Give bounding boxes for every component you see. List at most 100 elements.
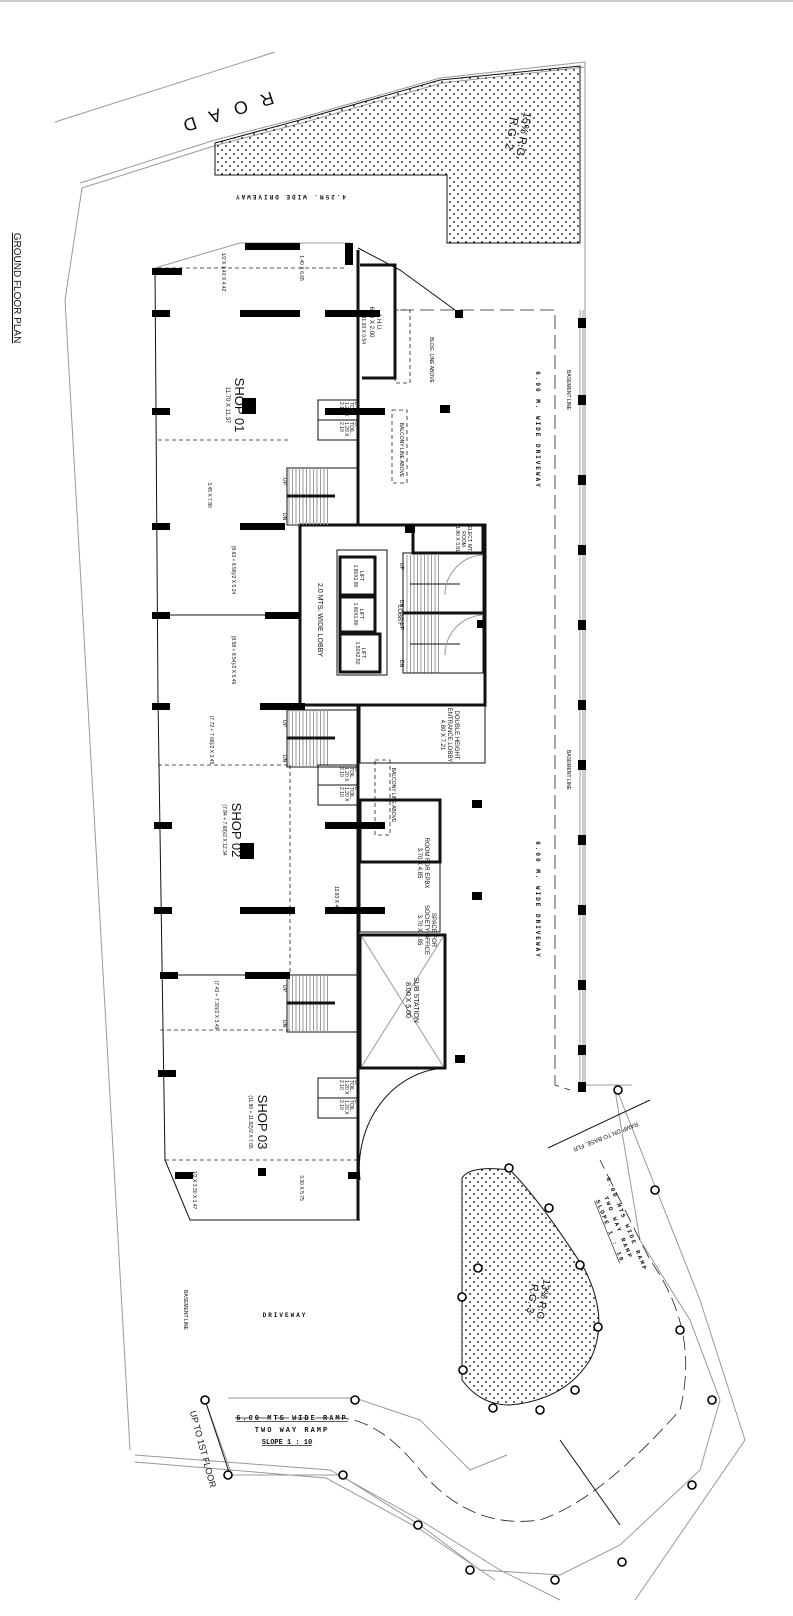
column xyxy=(154,822,172,829)
toilet-label: L.TOIL.1.20 X2.10 xyxy=(338,787,359,802)
pile-marker xyxy=(350,1395,360,1405)
column xyxy=(152,268,182,275)
bottom-road xyxy=(134,1454,561,1601)
ramp-dn-label: RAMP DN TO BASE. FLR xyxy=(571,1120,638,1152)
basement-line-label-2: BASEMENT LINE xyxy=(565,750,571,791)
column xyxy=(325,408,385,415)
pile-marker xyxy=(473,1263,483,1273)
basement-column xyxy=(578,700,586,710)
column xyxy=(152,408,170,415)
rg2-garden xyxy=(214,65,581,244)
basement-column xyxy=(578,545,586,555)
svg-text:3.45 X 7.80: 3.45 X 7.80 xyxy=(206,482,212,508)
column xyxy=(152,703,170,710)
building-columns xyxy=(152,243,485,1179)
lift-1-label: LIFT1.80X1.80 xyxy=(352,565,364,588)
pile-marker xyxy=(488,1403,498,1413)
column xyxy=(345,243,353,265)
column xyxy=(245,243,300,250)
svg-text:BALCONY LINE ABOVE: BALCONY LINE ABOVE xyxy=(398,423,404,478)
entrance-lobby-label: DOUBLE HEIGHTENTRANCE LOBBY4.80 X 7.21 xyxy=(439,708,459,763)
toilet-label: G.TOIL.1.20 X2.10 xyxy=(338,422,359,437)
toilet-label: L.TOIL.1.20 X2.10 xyxy=(338,402,359,417)
lobby-wide-label: 2.0 MTS. WIDE LOBBY xyxy=(316,583,323,657)
site-boundary-south xyxy=(614,1084,746,1601)
column xyxy=(240,310,300,317)
epbx-label: ROOM FOR EPBX3.70 X 4.85 xyxy=(416,838,429,889)
pile-marker xyxy=(575,1260,585,1270)
column xyxy=(152,310,170,317)
svg-text:(7.72 + 7.68)/2 X 3.45: (7.72 + 7.68)/2 X 3.45 xyxy=(208,716,214,765)
pile-marker xyxy=(544,1203,554,1213)
stair-down-label: DN xyxy=(398,660,404,668)
pile-marker xyxy=(675,1325,685,1335)
ramp-upper-label: 6.00 MTS WIDE RAMPTWO WAY RAMPSLOPE 1 : … xyxy=(588,1176,649,1279)
pile-marker xyxy=(650,1185,660,1195)
column xyxy=(348,1172,360,1179)
column xyxy=(242,398,256,414)
up-to-first-floor-label: UP TO 1ST FLOOR xyxy=(188,1410,218,1490)
column xyxy=(258,1168,266,1176)
pile-marker xyxy=(617,1557,627,1567)
basement-column xyxy=(578,1082,586,1092)
site-boundary-left xyxy=(64,187,131,1451)
toilet-label: G.TOIL.1.20 X2.10 xyxy=(338,1080,359,1095)
basement-column xyxy=(578,620,586,630)
column xyxy=(152,523,170,530)
pile-marker xyxy=(413,1520,423,1530)
column xyxy=(260,703,305,710)
svg-text:12.83 X 4.05: 12.83 X 4.05 xyxy=(333,886,339,915)
pile-marker xyxy=(457,1292,467,1302)
staircase: UP DN xyxy=(398,615,460,673)
pile-marker xyxy=(200,1395,210,1405)
column xyxy=(440,405,450,413)
basement-line-label-1: BASEMENT LINE xyxy=(565,370,571,411)
svg-text:1/2 X 3.30 X 1.47: 1/2 X 3.30 X 1.47 xyxy=(191,1171,197,1210)
pile-marker xyxy=(465,1565,475,1575)
lobby-label: LOBBY xyxy=(396,605,402,625)
driveway-bottom-label: DRIVEWAY xyxy=(263,1312,308,1319)
pile-marker xyxy=(223,1470,233,1480)
lift-2-label: LIFT1.80X1.80 xyxy=(352,603,364,626)
pile-marker xyxy=(504,1163,514,1173)
stair-down-label: DN xyxy=(398,600,404,608)
column xyxy=(160,972,178,979)
svg-text:1/2 X 1.40 X 4.42: 1/2 X 1.40 X 4.42 xyxy=(220,253,226,292)
ahu-label: A.H.U.6.80 X 2.00 xyxy=(368,307,381,338)
svg-text:(7.43 + 7.30)/2 X 3.49: (7.43 + 7.30)/2 X 3.49 xyxy=(213,981,219,1030)
column xyxy=(405,525,415,533)
pile-marker xyxy=(613,1085,623,1095)
column xyxy=(265,612,300,619)
pile-marker xyxy=(535,1405,545,1415)
driveway-right-label-2: 6.00 M. WIDE DRIVEWAY xyxy=(534,841,541,959)
pile-marker xyxy=(458,1365,468,1375)
stair-down-label: DN xyxy=(281,1020,287,1028)
basement-column xyxy=(578,395,586,405)
svg-text:11.93 X 0.54: 11.93 X 0.54 xyxy=(360,316,366,344)
dimension-labels: 1.40 X 6.65 1/2 X 1.40 X 4.42 11.93 X 0.… xyxy=(191,253,434,1210)
column xyxy=(152,612,170,619)
toilet-label: L.TOIL.1.20 X2.10 xyxy=(338,1100,359,1115)
pile-marker xyxy=(687,1480,697,1490)
basement-column xyxy=(578,475,586,485)
basement-column xyxy=(578,318,586,328)
driveway-edge xyxy=(400,309,571,1091)
column xyxy=(158,1070,176,1077)
column xyxy=(175,1172,193,1179)
plan-title: GROUND FLOOR PLAN xyxy=(11,233,22,344)
svg-text:3.30 X 5.75: 3.30 X 5.75 xyxy=(298,1175,304,1201)
svg-text:1.40 X 6.65: 1.40 X 6.65 xyxy=(298,255,304,281)
stair-up-label: UP xyxy=(398,623,404,631)
lift-3-label: LIFT1.50X2.50 xyxy=(354,642,366,665)
toilet-label: G.TOIL.1.20 X2.10 xyxy=(338,767,359,782)
svg-text:BALCONY LINE ABOVE: BALCONY LINE ABOVE xyxy=(390,768,396,823)
pile-marker xyxy=(570,1385,580,1395)
stair-up-label: UP xyxy=(281,478,287,486)
stair-up-label: UP xyxy=(281,985,287,993)
column xyxy=(455,310,463,318)
